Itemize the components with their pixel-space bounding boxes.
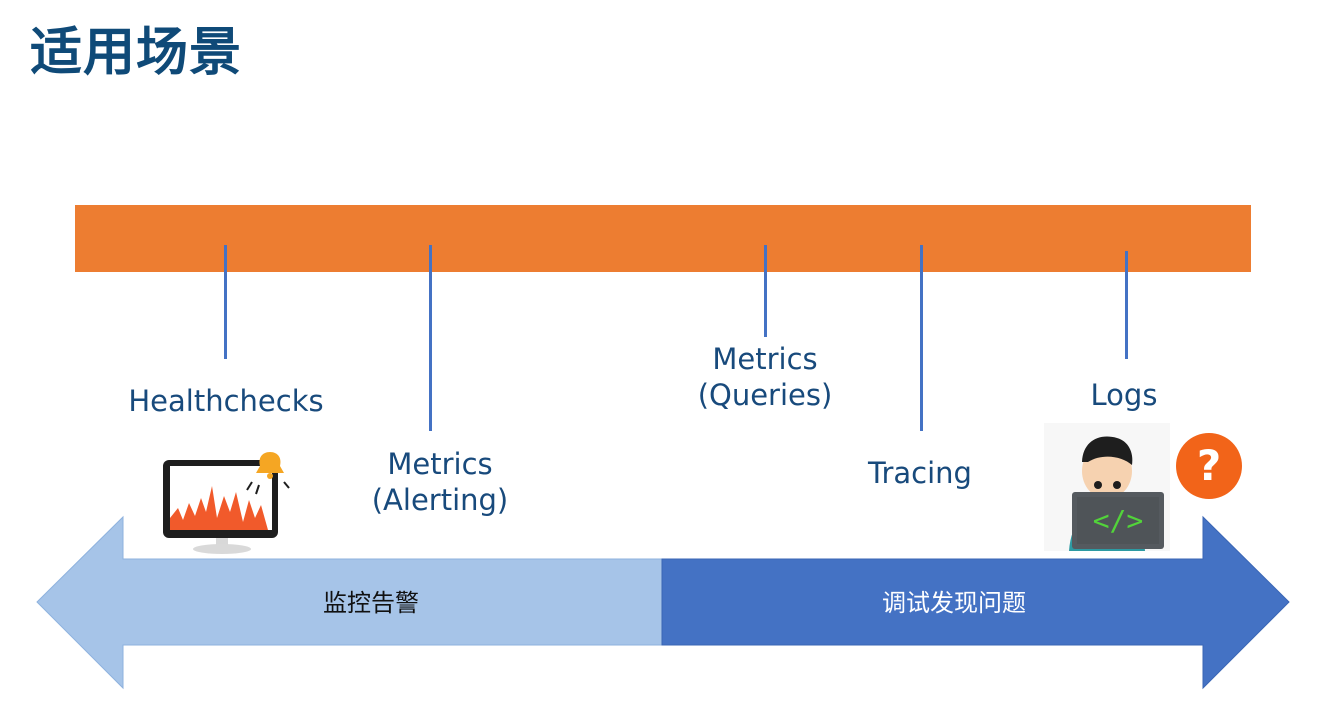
tick-metrics-queries: [764, 245, 767, 337]
label-metrics-alerting: Metrics (Alerting): [372, 446, 509, 518]
label-metrics-queries: Metrics (Queries): [698, 341, 833, 413]
label-metrics-alerting-line1: Metrics: [387, 447, 493, 481]
label-healthchecks: Healthchecks: [128, 384, 324, 418]
page-title: 适用场景: [30, 23, 243, 83]
tick-healthchecks: [224, 245, 227, 359]
developer-laptop-icon: </>: [1044, 423, 1170, 551]
question-icon: ?: [1176, 433, 1242, 499]
tick-metrics-alerting: [429, 245, 432, 431]
monitor-alert-icon: [163, 452, 290, 554]
svg-text:</>: </>: [1093, 504, 1144, 537]
left-arrow-label: 监控告警: [323, 589, 419, 617]
tick-tracing: [920, 245, 923, 431]
scale-bar: [75, 205, 1251, 272]
label-metrics-queries-line2: (Queries): [697, 378, 833, 412]
label-tracing: Tracing: [868, 456, 972, 490]
label-logs: Logs: [1090, 378, 1158, 412]
right-arrow: [661, 515, 1290, 690]
label-metrics-alerting-line2: (Alerting): [371, 483, 509, 517]
svg-text:?: ?: [1197, 441, 1221, 490]
tick-logs: [1125, 251, 1128, 359]
label-metrics-queries-line1: Metrics: [712, 342, 818, 376]
right-arrow-label: 调试发现问题: [882, 589, 1026, 617]
